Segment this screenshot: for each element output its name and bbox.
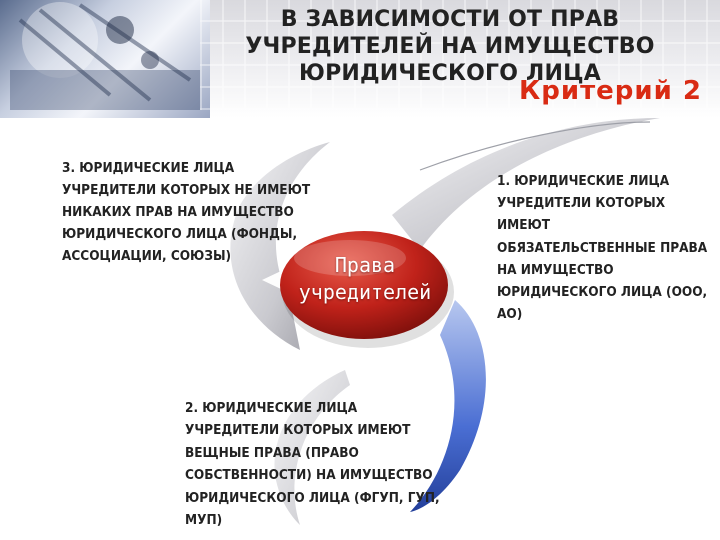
- hub-label: Права учредителей: [298, 253, 432, 304]
- category-3-text: 3. ЮРИДИЧЕСКИЕ ЛИЦА УЧРЕДИТЕЛИ КОТОРЫХ Н…: [62, 160, 311, 264]
- header-photo-art: [10, 2, 200, 110]
- header-photo: [0, 0, 210, 118]
- hub-highlight: [294, 240, 406, 276]
- header-grid-texture: [200, 0, 720, 110]
- swirl-arm-right: [410, 300, 486, 512]
- page-title: В ЗАВИСИМОСТИ ОТ ПРАВ УЧРЕДИТЕЛЕЙ НА ИМУ…: [245, 7, 655, 86]
- swirl-arm-lower-left: [274, 370, 350, 525]
- hub-ellipse: [280, 231, 448, 339]
- category-2-text: 2. ЮРИДИЧЕСКИЕ ЛИЦА УЧРЕДИТЕЛИ КОТОРЫХ И…: [185, 400, 440, 529]
- criterion-label: Критерий 2: [519, 76, 702, 106]
- swirl-arm-upper: [392, 118, 660, 250]
- swirl-arm-upper-edge: [419, 121, 651, 171]
- swirl-arm-left: [230, 142, 330, 350]
- header-banner: [0, 0, 720, 118]
- category-1-text: 1. ЮРИДИЧЕСКИЕ ЛИЦА УЧРЕДИТЕЛИ КОТОРЫХ И…: [497, 173, 708, 323]
